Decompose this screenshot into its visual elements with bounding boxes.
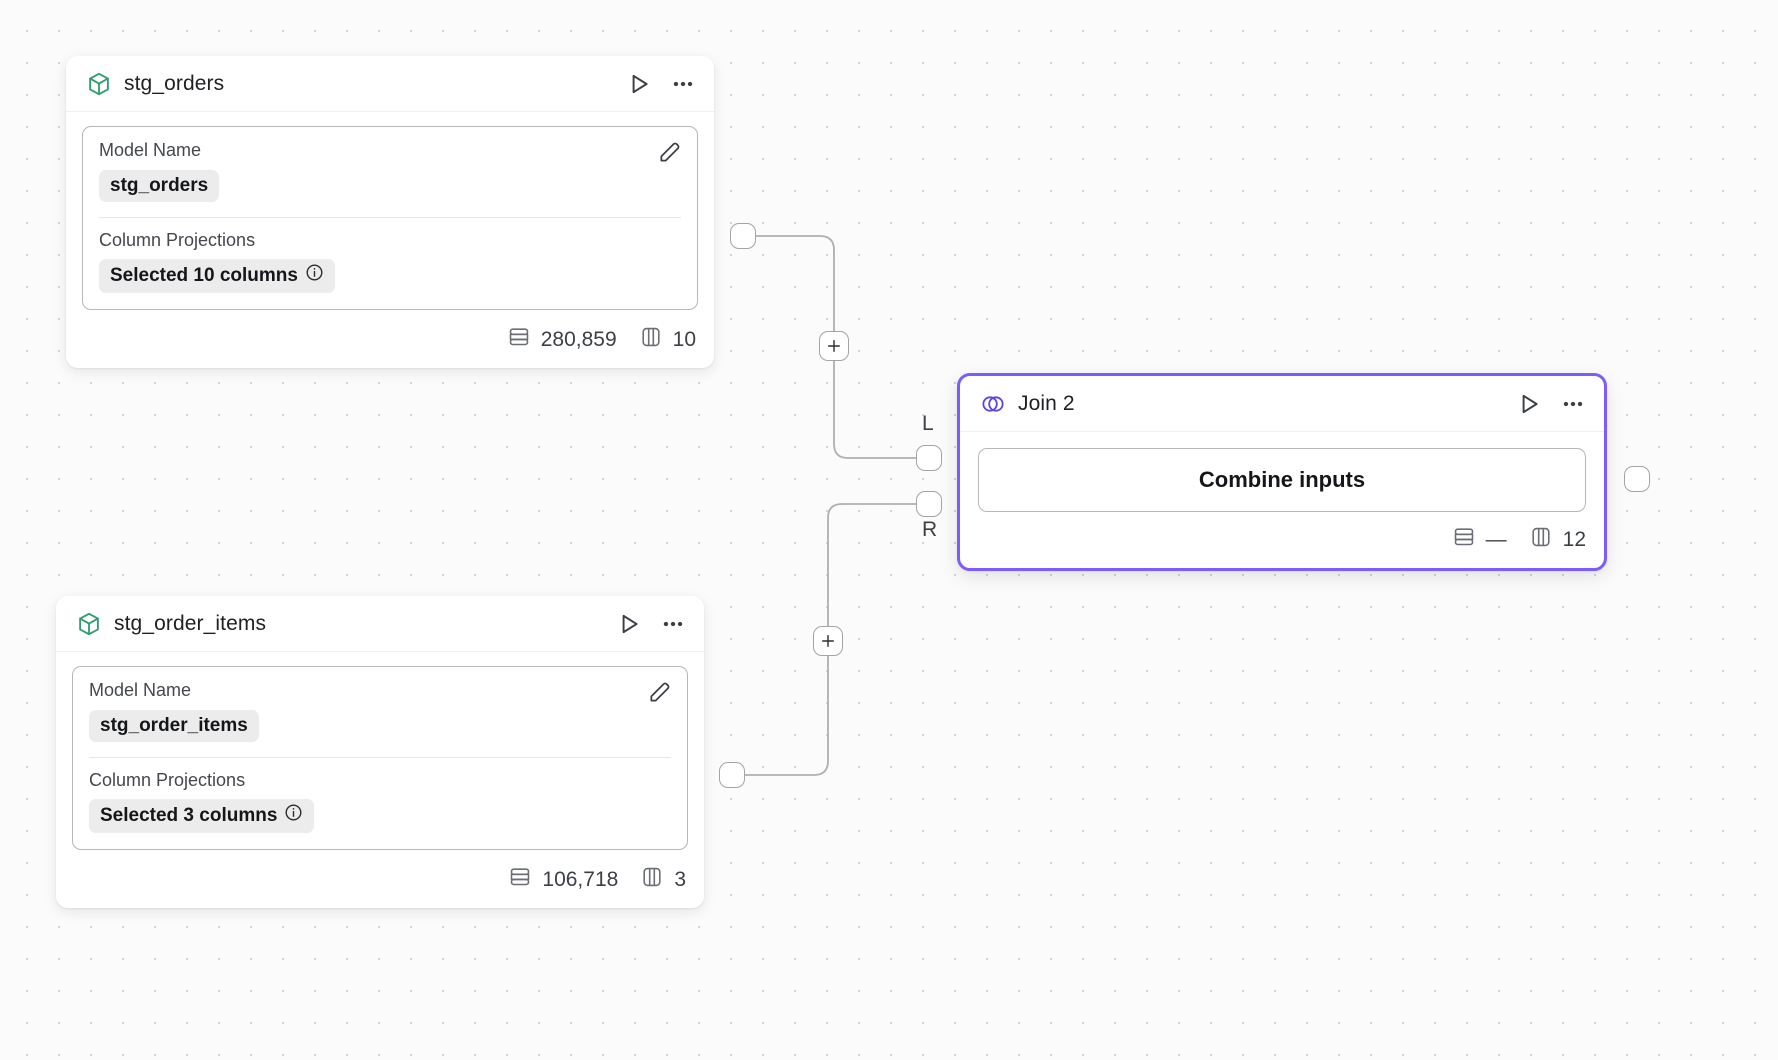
more-options-icon[interactable] [660, 611, 686, 637]
column-projections-text: Selected 3 columns [100, 805, 278, 827]
column-projections-value[interactable]: Selected 10 columns [99, 259, 335, 294]
column-count-stat: 12 [1529, 525, 1586, 555]
node-header: stg_orders [66, 56, 714, 112]
port-join-output[interactable] [1624, 466, 1650, 492]
node-header: Join 2 [960, 376, 1604, 432]
port-join-right-input[interactable] [916, 491, 942, 517]
info-icon[interactable] [305, 263, 324, 289]
column-projections-value[interactable]: Selected 3 columns [89, 799, 315, 834]
row-count-stat: 280,859 [507, 325, 617, 355]
node-body: Model Name stg_orders Column Projections… [66, 112, 714, 316]
port-stg-orders-output[interactable] [730, 223, 756, 249]
columns-icon [640, 865, 664, 895]
divider [99, 216, 681, 218]
column-projections-label: Column Projections [89, 769, 246, 790]
node-footer: 106,718 3 [56, 856, 704, 908]
venn-join-icon [980, 391, 1006, 417]
port-left-label: L [922, 412, 934, 435]
node-body: Model Name stg_order_items Column Projec… [56, 652, 704, 856]
column-count-stat: 3 [640, 865, 686, 895]
node-footer: — 12 [960, 516, 1604, 568]
columns-icon [1529, 525, 1553, 555]
rows-value: 280,859 [540, 328, 617, 352]
model-properties-box: Model Name stg_order_items Column Projec… [72, 666, 688, 851]
node-body: Combine inputs [960, 432, 1604, 516]
model-name-label: Model Name [89, 680, 192, 700]
columns-value: 10 [672, 328, 696, 352]
port-right-label: R [922, 518, 938, 541]
columns-value: 3 [674, 868, 686, 892]
row-count-stat: 106,718 [508, 865, 618, 895]
column-projections-label: Column Projections [99, 229, 256, 250]
more-options-icon[interactable] [670, 71, 696, 97]
combine-inputs-button[interactable]: Combine inputs [978, 448, 1586, 512]
model-name-value[interactable]: stg_order_items [89, 709, 259, 742]
node-title: stg_orders [124, 71, 225, 95]
run-icon[interactable] [1516, 391, 1542, 417]
add-node-on-edge-top-button[interactable] [819, 331, 849, 361]
model-name-text: stg_order_items [100, 714, 248, 736]
divider [89, 756, 671, 758]
more-options-icon[interactable] [1560, 391, 1586, 417]
node-stg-order-items[interactable]: stg_order_items [56, 596, 704, 909]
cube-icon [86, 71, 112, 97]
model-name-text: stg_orders [110, 174, 209, 196]
cube-icon [76, 611, 102, 637]
rows-icon [508, 865, 532, 895]
column-projections-text: Selected 10 columns [110, 265, 298, 287]
model-name-label: Model Name [99, 140, 202, 160]
add-node-on-edge-bottom-button[interactable] [813, 626, 843, 656]
columns-icon [639, 325, 663, 355]
edit-pencil-icon[interactable] [647, 679, 673, 710]
node-title: stg_order_items [114, 611, 267, 635]
info-icon[interactable] [284, 803, 303, 829]
node-footer: 280,859 10 [66, 316, 714, 368]
node-join-2[interactable]: Join 2 Combine inputs [957, 373, 1607, 571]
port-stg-order-items-output[interactable] [719, 762, 745, 788]
columns-value: 12 [1562, 528, 1586, 551]
edit-pencil-icon[interactable] [657, 139, 683, 170]
model-properties-box: Model Name stg_orders Column Projections… [82, 126, 698, 311]
node-stg-orders[interactable]: stg_orders [66, 56, 714, 369]
combine-inputs-label: Combine inputs [1198, 467, 1366, 492]
rows-value: 106,718 [542, 868, 619, 892]
node-title: Join 2 [1018, 391, 1075, 415]
run-icon[interactable] [616, 611, 642, 637]
port-join-left-input[interactable] [916, 445, 942, 471]
run-icon[interactable] [626, 71, 652, 97]
column-count-stat: 10 [639, 325, 696, 355]
rows-icon [507, 325, 531, 355]
node-header: stg_order_items [56, 596, 704, 652]
row-count-stat: — [1452, 525, 1507, 555]
rows-value: — [1485, 528, 1507, 551]
rows-icon [1452, 525, 1476, 555]
model-name-value[interactable]: stg_orders [99, 169, 220, 202]
